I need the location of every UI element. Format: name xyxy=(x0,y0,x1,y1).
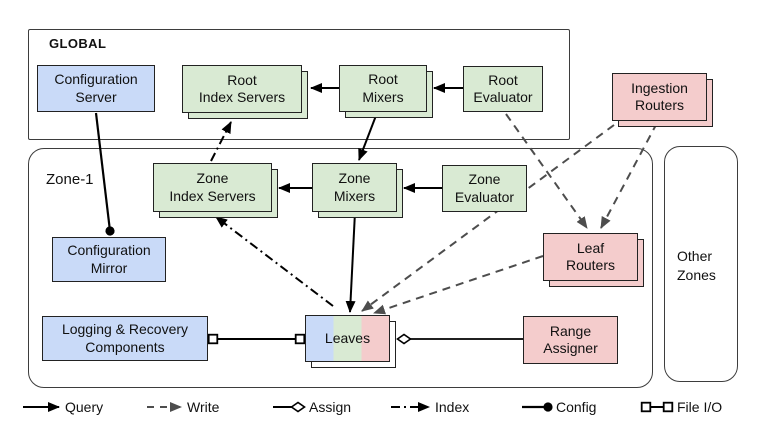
node-label: Routers xyxy=(634,97,685,113)
legend-label-query: Query xyxy=(65,399,104,415)
legend-item-query: Query xyxy=(22,398,103,416)
node-label: Configuration xyxy=(54,71,138,88)
zone1-container: Zone-1 xyxy=(28,148,653,388)
node-label: Leaves xyxy=(324,329,371,346)
other-zones-line1: Other xyxy=(677,248,713,264)
node-label: Assigner xyxy=(543,340,598,356)
node-label: Server xyxy=(75,88,117,105)
node-label: Index Servers xyxy=(169,187,256,204)
zone1-label: Zone-1 xyxy=(46,171,94,188)
node-label: Zone xyxy=(338,170,371,187)
legend-item-assign: Assign xyxy=(272,398,351,416)
node-label: Routers xyxy=(565,257,616,273)
node-label: Evaluator xyxy=(473,89,533,105)
legend-label-write: Write xyxy=(187,399,220,415)
node-label: Evaluator xyxy=(454,188,515,205)
legend-item-write: Write xyxy=(146,398,219,416)
node-label: Root xyxy=(368,71,398,88)
legend-item-file-io: File I/O xyxy=(640,398,722,416)
node-label: Logging & Recovery xyxy=(61,321,189,338)
legend-label-index: Index xyxy=(435,399,470,415)
node-label: Zone xyxy=(468,171,501,188)
other-zones-label: Other Zones xyxy=(677,247,716,285)
index-arrow-icon xyxy=(391,402,430,412)
legend-label-config: Config xyxy=(556,399,597,415)
node-label: Root xyxy=(227,71,257,88)
file-io-squares-icon xyxy=(640,401,674,413)
node-label: Leaf xyxy=(576,239,605,256)
node-label: Configuration xyxy=(67,242,151,259)
other-zones-line2: Zones xyxy=(677,266,716,283)
legend-label-assign: Assign xyxy=(309,399,352,415)
node-label: Ingestion xyxy=(631,79,688,96)
node-label: Components xyxy=(85,338,165,355)
node-label: Mixers xyxy=(362,88,404,105)
legend-item-index: Index xyxy=(390,398,469,416)
node-label: Mirror xyxy=(90,259,128,276)
legend-label-file-io: File I/O xyxy=(677,399,723,415)
node-label: Root xyxy=(488,71,518,88)
node-label: Mixers xyxy=(333,187,376,204)
node-label: Range xyxy=(549,322,592,339)
node-label: Zone xyxy=(196,170,229,187)
query-arrow-icon xyxy=(23,402,60,412)
global-container: GLOBAL xyxy=(28,29,570,140)
node-leaves: Leaves xyxy=(305,315,396,368)
other-zones-container: Other Zones xyxy=(664,146,738,382)
global-label: GLOBAL xyxy=(49,36,107,51)
legend-item-config: Config xyxy=(521,398,596,416)
config-dot-icon xyxy=(522,402,553,412)
write-arrow-icon xyxy=(147,402,182,412)
assign-diamond-icon xyxy=(273,401,306,413)
node-label: Index Servers xyxy=(198,89,286,105)
